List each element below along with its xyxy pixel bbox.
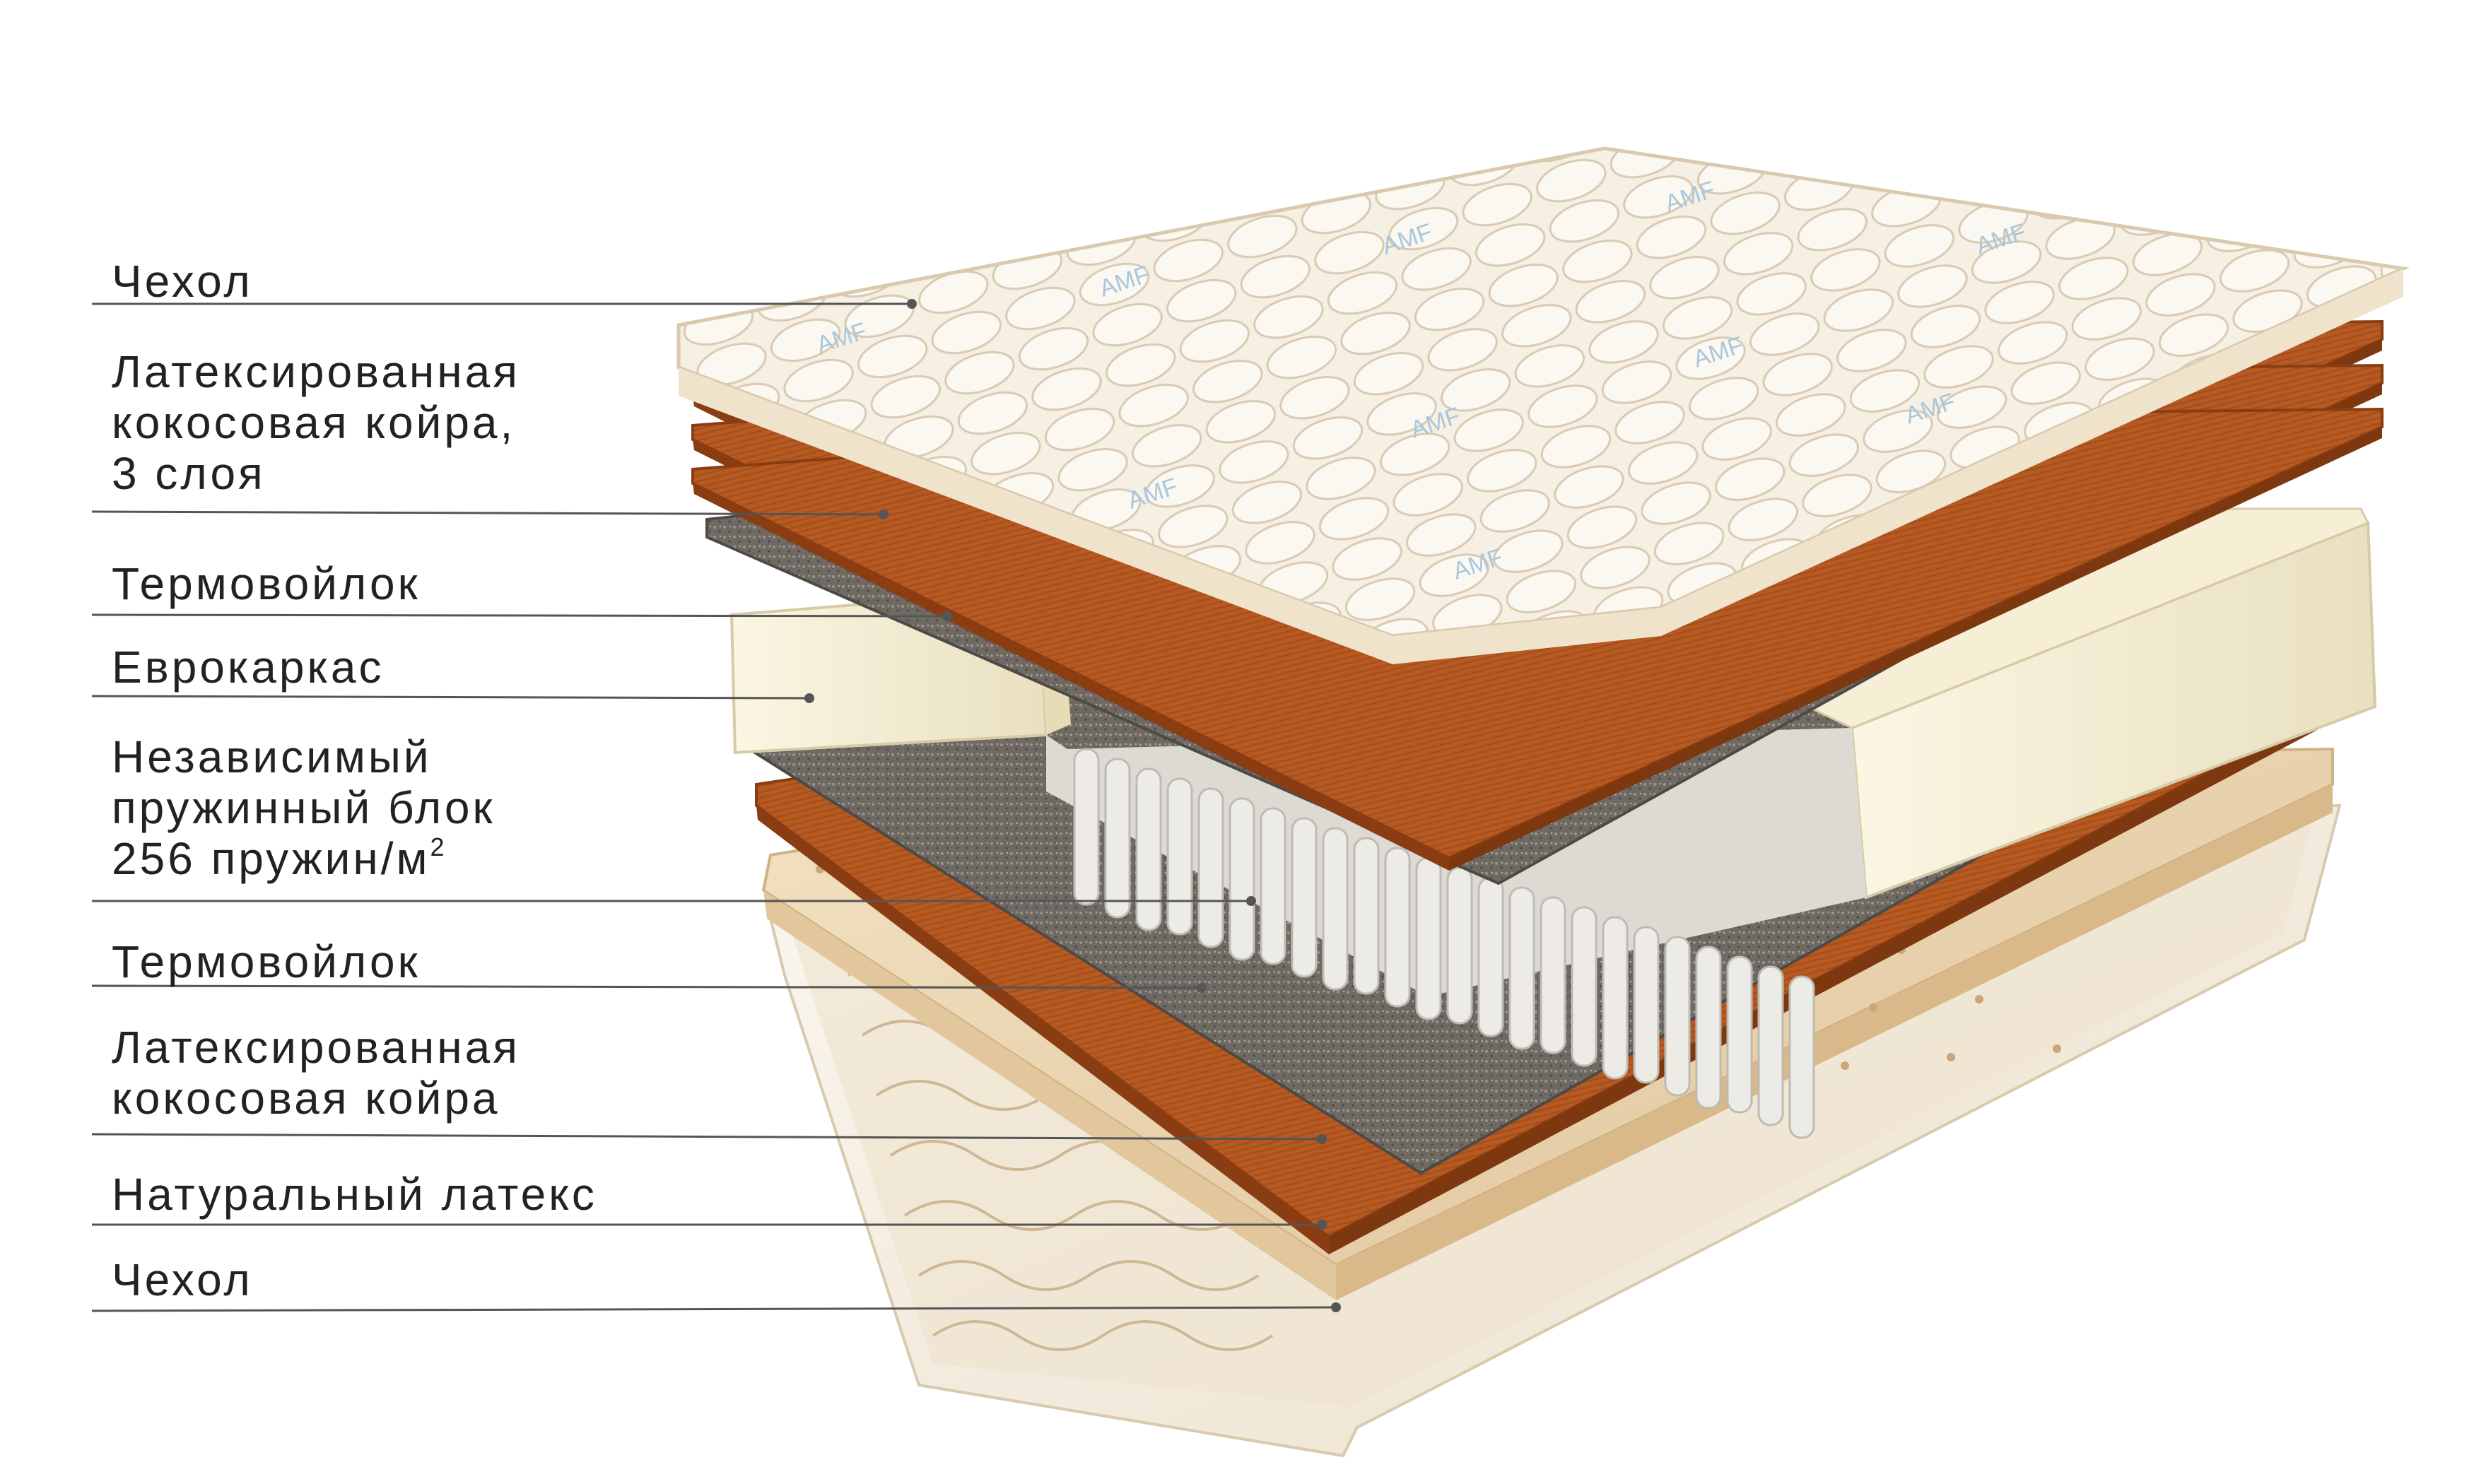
label-spring-block-sup: 2 — [430, 832, 447, 861]
label-euro-frame: Еврокаркас — [112, 642, 385, 693]
leader-dot-3 — [942, 611, 952, 621]
leader-dot-2 — [879, 510, 889, 519]
leader-line-2 — [91, 510, 884, 516]
leader-dot-1 — [907, 299, 917, 309]
latex-perforation — [2053, 1044, 2061, 1053]
spring-13 — [1446, 866, 1473, 1025]
leader-line-7 — [91, 1133, 1323, 1141]
label-bottom-cover: Чехол — [112, 1254, 253, 1305]
spring-19 — [1633, 926, 1660, 1084]
bottom-quilt-stitch — [903, 1200, 1245, 1231]
leader-line-4 — [91, 695, 810, 700]
label-top-cover: Чехол — [112, 256, 253, 307]
spring-16 — [1540, 896, 1566, 1054]
spring-17 — [1571, 906, 1597, 1067]
spring-23 — [1757, 965, 1784, 1126]
leader-lines — [91, 299, 1341, 1312]
spring-18 — [1602, 916, 1629, 1080]
label-top-felt: Термовойлок — [112, 558, 421, 609]
leader-dot-6 — [1197, 983, 1207, 993]
spring-11 — [1384, 847, 1411, 1008]
bottom-quilt-stitch — [932, 1320, 1274, 1351]
spring-20 — [1664, 936, 1691, 1097]
spring-15 — [1508, 886, 1535, 1050]
spring-12 — [1415, 856, 1442, 1020]
spring-8 — [1291, 817, 1318, 978]
spring-6 — [1229, 797, 1255, 961]
spring-14 — [1477, 876, 1504, 1037]
spring-7 — [1260, 807, 1286, 965]
label-top-coir: Латексированная кокосовая койра, 3 слоя — [112, 346, 520, 499]
spring-10 — [1353, 837, 1380, 995]
spring-9 — [1322, 827, 1349, 991]
leader-dot-5 — [1246, 896, 1256, 906]
spring-4 — [1166, 777, 1193, 936]
label-natural-latex: Натуральный латекс — [112, 1169, 597, 1220]
latex-perforation — [1841, 1061, 1849, 1070]
leader-line-6 — [91, 984, 1202, 989]
leader-dot-9 — [1331, 1302, 1341, 1312]
spring-2 — [1104, 758, 1131, 919]
spring-1 — [1073, 748, 1100, 906]
spring-21 — [1695, 946, 1722, 1109]
spring-22 — [1726, 955, 1753, 1114]
leader-dot-4 — [804, 693, 814, 703]
bottom-quilt-stitch — [918, 1260, 1260, 1291]
label-bottom-felt: Термовойлок — [112, 936, 421, 987]
spring-24 — [1788, 975, 1815, 1139]
spring-3 — [1135, 767, 1162, 931]
spring-5 — [1197, 787, 1224, 948]
label-spring-block-text: Независимый пружинный блок 256 пружин/м — [112, 731, 496, 884]
latex-perforation — [1869, 1003, 1877, 1012]
leader-line-9 — [91, 1306, 1337, 1312]
leader-dot-8 — [1317, 1220, 1327, 1230]
leader-line-3 — [91, 613, 948, 618]
label-spring-block: Независимый пружинный блок 256 пружин/м2 — [112, 731, 495, 884]
leader-dot-7 — [1317, 1134, 1327, 1144]
latex-perforation — [1947, 1053, 1955, 1061]
label-bottom-coir: Латексированная кокосовая койра — [112, 1022, 520, 1124]
latex-perforation — [1975, 995, 1983, 1003]
